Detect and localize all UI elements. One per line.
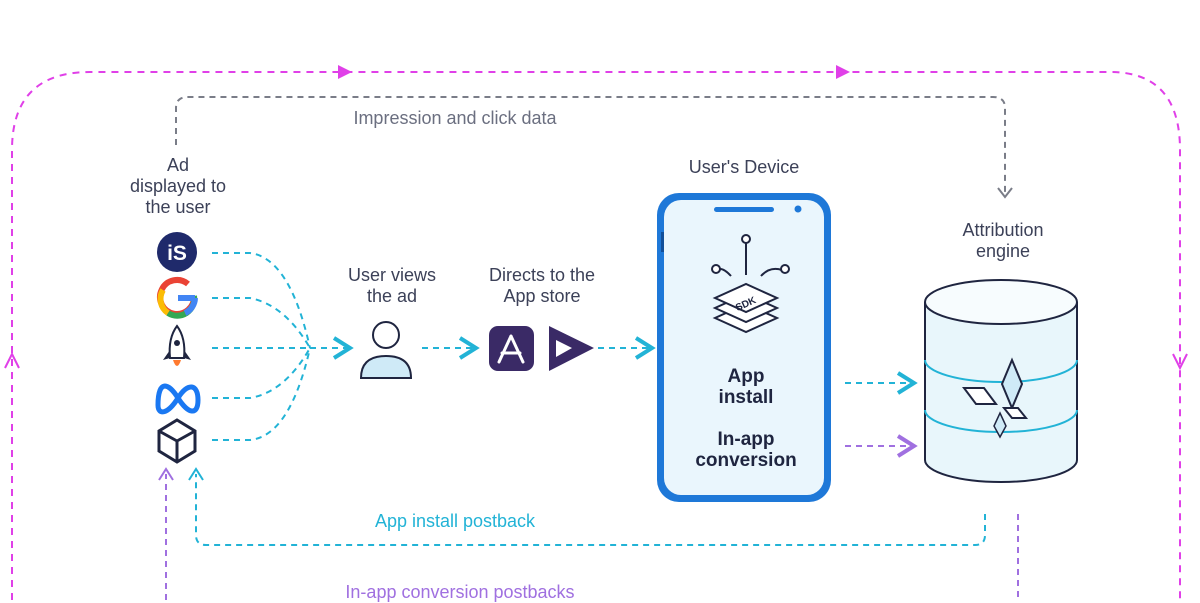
outer-loop-arrow-left	[4, 351, 20, 369]
in-app-conversion-label: In-app conversion	[695, 429, 797, 471]
impression-arrow	[997, 187, 1013, 199]
google-icon	[157, 277, 198, 319]
svg-text:iS: iS	[167, 242, 187, 265]
database-icon	[924, 279, 1078, 483]
users-device-label: User's Device	[688, 157, 800, 177]
app-store-icon	[489, 326, 534, 371]
ironsource-icon: iS	[157, 232, 197, 272]
install-postback-path	[195, 474, 986, 546]
app-install-label: App install	[718, 366, 774, 408]
conversion-postback-arrow	[158, 467, 174, 481]
meta-icon	[155, 383, 201, 415]
outer-loop-arrow-2	[836, 65, 850, 79]
attribution-label: Attribution engine	[962, 220, 1044, 261]
ad-displayed-label: Ad displayed to the user	[129, 155, 227, 217]
conversion-postbacks-label: In-app conversion postbacks	[345, 582, 575, 602]
unity-icon	[157, 418, 197, 464]
ad-network-lines	[212, 252, 311, 441]
sdk-icon	[711, 234, 790, 334]
install-postback-arrow	[188, 467, 204, 481]
play-store-icon	[549, 326, 594, 371]
impression-label: Impression and click data	[353, 108, 557, 128]
user-icon	[359, 321, 413, 379]
rocket-icon	[163, 324, 191, 366]
user-views-label: User views the ad	[347, 265, 436, 306]
impression-path	[175, 96, 1006, 192]
directs-label: Directs to the App store	[488, 265, 596, 306]
outer-loop-arrow-1	[338, 65, 352, 79]
outer-loop-path	[11, 71, 1181, 600]
install-postback-label: App install postback	[374, 511, 536, 531]
outer-loop-arrow-right	[1172, 353, 1188, 371]
